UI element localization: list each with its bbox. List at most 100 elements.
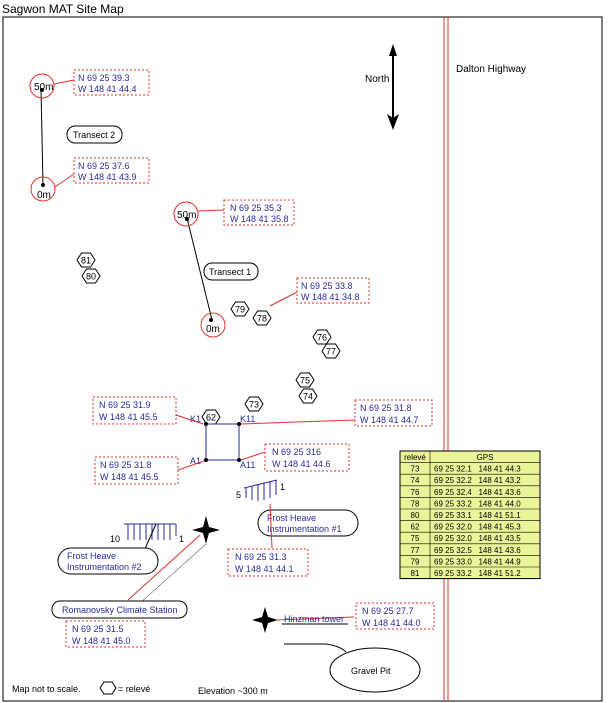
k1-corner	[204, 422, 208, 426]
t1-top-marker	[173, 201, 199, 227]
north-arrow-icon	[387, 44, 399, 130]
gps-cell-coords: 69 25 33.0 148 41 44.9	[434, 557, 521, 566]
gps-cell-coords: 69 25 32.0 148 41 43.5	[434, 534, 521, 543]
gps-cell-coords: 69 25 32.5 148 41 43.6	[434, 546, 521, 555]
releve-label: 77	[326, 347, 336, 357]
releve-75: 75	[295, 372, 315, 388]
a1-leader	[177, 460, 205, 471]
coord-box-a11	[264, 443, 350, 472]
releve-77: 77	[321, 343, 341, 359]
t1-top-leader	[197, 209, 225, 212]
coord-k11-w: W 148 41 44.7	[360, 415, 419, 425]
coord-t2-bottom-w: W 148 41 43.9	[78, 172, 137, 182]
gps-cell-releve: 76	[411, 488, 420, 497]
k11-leader	[240, 419, 356, 425]
coord-a11-w: W 148 41 44.6	[272, 459, 331, 469]
frost-heave-2-posts	[124, 523, 177, 540]
t2-bottom-leader	[54, 173, 75, 188]
gps-cell-coords: 69 25 32.1 148 41 44.3	[434, 465, 521, 474]
coord-t1-bottom-w: W 148 41 34.8	[301, 292, 360, 302]
hinzman-label: Hinzman tower	[284, 614, 344, 624]
releve-74: 74	[298, 388, 318, 404]
coord-climate-w: W 148 41 45.0	[72, 636, 131, 646]
coord-t1-top-w: W 148 41 35.8	[230, 214, 289, 224]
gps-cell-releve: 62	[411, 523, 420, 532]
transect2-label: Transect 2	[73, 130, 115, 140]
coord-fh1-w: W 148 41 44.1	[235, 564, 294, 574]
releve-73: 73	[244, 396, 264, 412]
gps-cell-coords: 69 25 32.4 148 41 43.6	[434, 488, 521, 497]
t2-top-leader	[53, 79, 75, 85]
a11-leader	[240, 451, 266, 461]
coord-t2-top-w: W 148 41 44.4	[78, 84, 137, 94]
climate-station-icon	[192, 516, 220, 544]
releve-label: 74	[303, 392, 313, 402]
gps-cell-releve: 78	[411, 499, 420, 508]
coord-box-t2-top	[73, 69, 150, 96]
coord-t1-top-n: N 69 25 35.3	[230, 203, 282, 213]
gps-cell-coords: 69 25 33.1 148 41 51.1	[434, 511, 521, 520]
gps-header-gps: GPS	[477, 453, 494, 462]
coord-box-k1	[92, 396, 177, 425]
releve-81: 81	[76, 252, 96, 268]
t2-top-marker	[29, 73, 55, 99]
fh1-label-line1: Frost Heave	[267, 513, 316, 523]
scale-note: Map not to scale.	[12, 684, 81, 694]
transect1-label: Transect 1	[209, 267, 251, 277]
north-label: North	[365, 74, 389, 85]
coord-box-t2-bottom	[73, 157, 150, 184]
climate-station-pill	[51, 600, 188, 619]
a1-label: A1	[190, 456, 201, 466]
fh2-leader	[143, 523, 157, 552]
map-frame	[2, 16, 603, 702]
t2-bottom-dot	[41, 183, 45, 187]
coord-hinzman-w: W 148 41 44.0	[362, 618, 421, 628]
k11-label: K11	[240, 414, 255, 424]
coord-a1-n: N 69 25 31.8	[100, 460, 152, 470]
gps-cell-coords: 69 25 32.0 148 41 45.3	[434, 523, 521, 532]
releve-label: 79	[235, 305, 245, 315]
frost-heave-1-pill	[257, 509, 359, 537]
k1-label: K1	[190, 414, 201, 424]
coord-box-climate	[65, 620, 146, 648]
k11-corner	[237, 422, 241, 426]
coord-fh1-n: N 69 25 31.3	[235, 552, 287, 562]
coord-a1-w: W 148 41 45.5	[100, 472, 159, 482]
climate-leader-pos	[127, 534, 201, 601]
coord-t1-bottom-n: N 69 25 33.8	[301, 281, 353, 291]
fh2-end-10: 10	[110, 534, 120, 544]
t2-bottom-marker	[30, 176, 56, 202]
releve-80: 80	[81, 268, 101, 284]
k1-leader	[175, 414, 204, 425]
frost-heave-2-pill	[57, 547, 159, 575]
climate-station-label: Romanovsky Climate Station	[62, 605, 178, 615]
legend-text: = relevé	[118, 684, 150, 694]
t1-bottom-marker	[200, 312, 226, 338]
coord-box-t1-top	[223, 199, 295, 226]
releve-78: 78	[252, 310, 272, 326]
hinzman-tower-icon	[252, 607, 278, 633]
frost-heave-1-posts	[243, 479, 278, 501]
releve-label: 75	[300, 376, 310, 386]
releve-label: 80	[86, 272, 96, 282]
transect1-pill	[203, 262, 259, 281]
coord-k11-n: N 69 25 31.8	[360, 403, 412, 413]
releve-label: 78	[257, 314, 267, 324]
t1-bottom-dot	[209, 318, 213, 322]
plot-square	[205, 423, 240, 461]
t1-top-label: 50m	[177, 210, 196, 221]
gravel-pit	[329, 647, 421, 693]
gravel-road	[284, 643, 347, 653]
transect2-pill	[66, 125, 123, 144]
fh2-end-1: 1	[179, 534, 184, 544]
a11-corner	[237, 458, 241, 462]
fh1-leader	[269, 503, 273, 549]
gps-cell-releve: 73	[411, 465, 420, 474]
hinzman-leader	[275, 616, 355, 621]
coord-a11-n: N 69 25 316	[272, 447, 321, 457]
transect2-line	[40, 87, 44, 187]
coord-box-hinzman	[355, 602, 435, 630]
releve-label: 76	[317, 333, 327, 343]
